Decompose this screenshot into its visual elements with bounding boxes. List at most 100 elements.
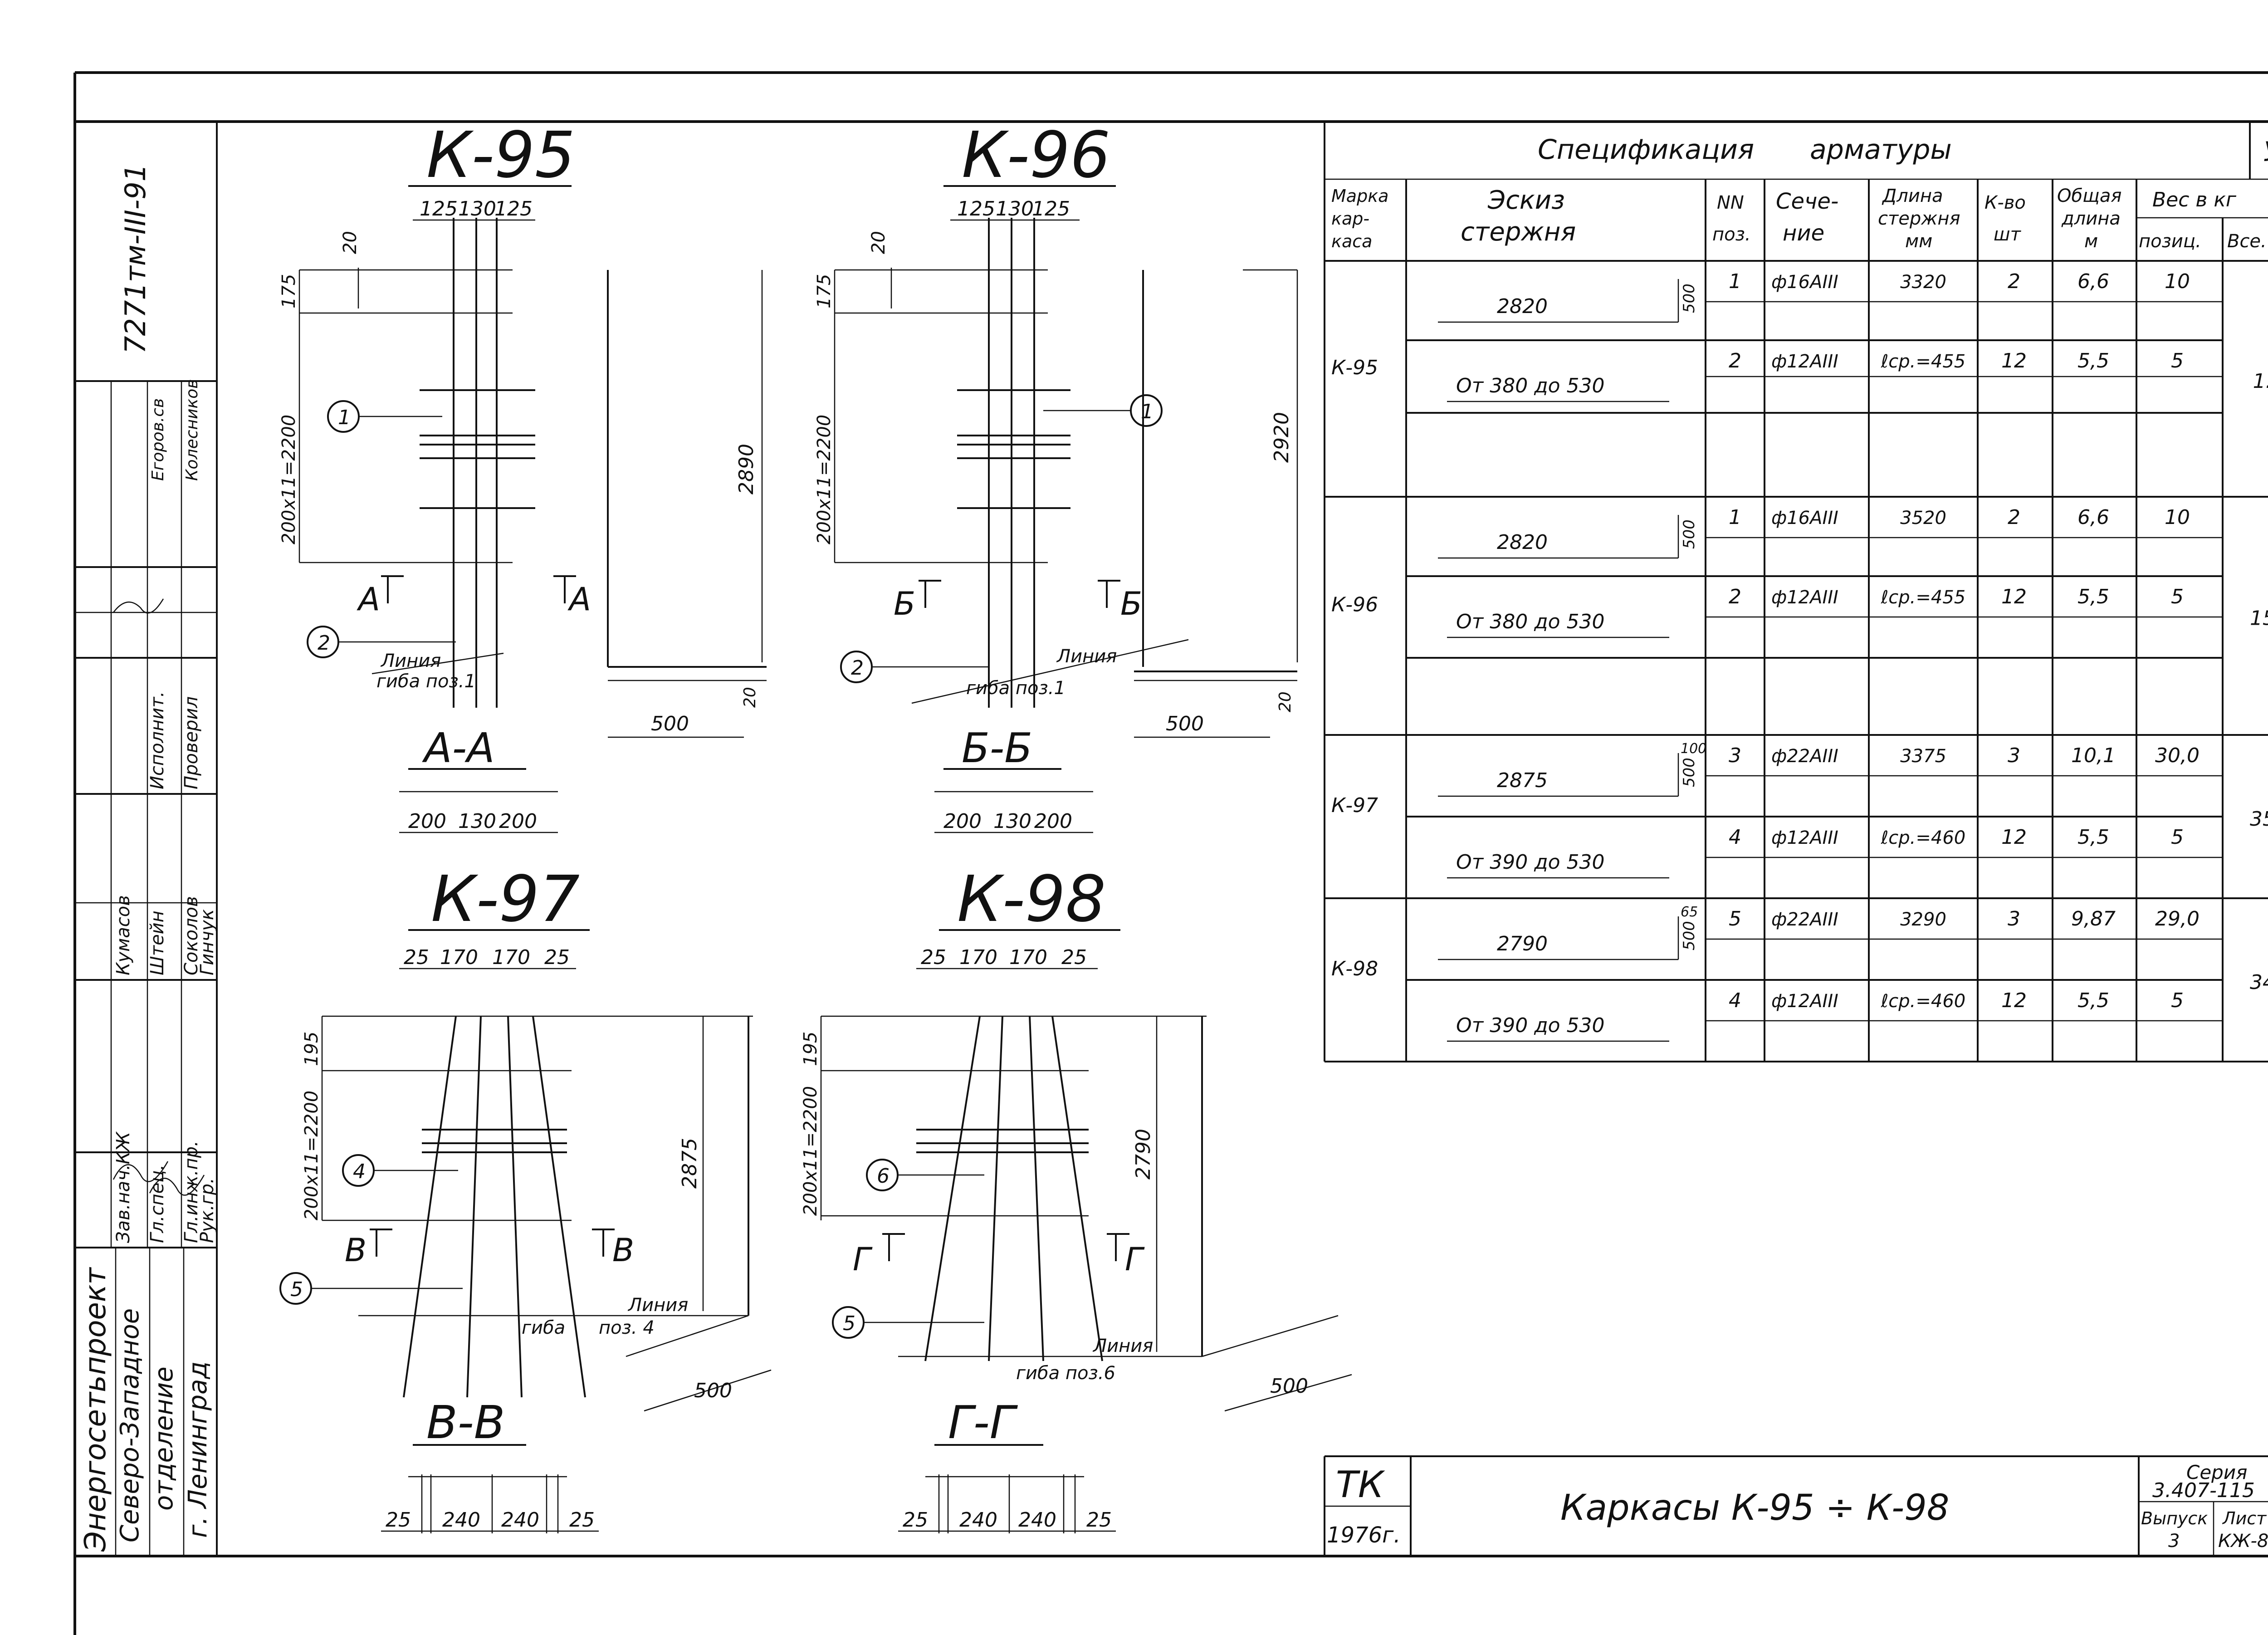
k97-dim-1: 25 bbox=[404, 946, 429, 969]
k97-pos5: 5 bbox=[290, 1278, 303, 1301]
stamp-role-6: Проверил bbox=[181, 696, 202, 789]
title-name: Каркасы К-95 ÷ К-98 bbox=[1560, 1488, 1949, 1528]
section-vv-dim-4: 25 bbox=[569, 1508, 595, 1532]
hdr-length-3: мм bbox=[1905, 231, 1932, 252]
spec-total-len: 10,1 bbox=[2071, 744, 2116, 767]
rebar-spec-table: Спецификация арматуры У Марка кар- каса … bbox=[1324, 122, 2268, 1062]
spec-qty: 12 bbox=[2001, 826, 2027, 849]
k96-cut-left: Б bbox=[894, 585, 915, 622]
hdr-qty-2: шт bbox=[1994, 224, 2022, 245]
frame-k97-drawing: К-97 25 170 170 25 195 200х11=2200 4 5 В… bbox=[279, 862, 772, 1412]
hdr-pos-2: поз. bbox=[1712, 224, 1751, 245]
spec-group-total: 34 bbox=[2250, 971, 2268, 994]
spec-weight: 10 bbox=[2165, 270, 2190, 293]
signature-mark bbox=[112, 1161, 169, 1182]
spec-qty: 3 bbox=[2008, 907, 2020, 930]
spec-mark: К-98 bbox=[1331, 957, 1378, 980]
k97-cut-left: В bbox=[345, 1232, 367, 1269]
k95-dim-pitch: 200х11=2200 bbox=[279, 415, 299, 544]
section-bb-dim-3: 200 bbox=[1034, 810, 1072, 833]
spec-pos: 4 bbox=[1729, 826, 1741, 849]
section-gg-dim-2: 240 bbox=[959, 1508, 997, 1532]
title-mark: ТК bbox=[1336, 1464, 1385, 1506]
section-vv: В-В 25 240 240 25 bbox=[381, 1396, 599, 1533]
spec-length: ℓср.=460 bbox=[1881, 827, 1965, 848]
stamp-name-2: Штейн bbox=[147, 911, 168, 975]
stamp-name-5: Егоров.св bbox=[149, 398, 167, 481]
spec-section: ф12АIII bbox=[1771, 587, 1838, 608]
spec-total-len: 5,5 bbox=[2077, 826, 2109, 849]
spec-length: 3375 bbox=[1900, 746, 1946, 767]
spec-sketch-label: От 390 до 530 bbox=[1456, 851, 1605, 874]
k95-dim-len: 500 bbox=[651, 712, 689, 735]
section-aa-dim-2: 130 bbox=[458, 810, 496, 833]
k97-bend-label-3: поз. 4 bbox=[599, 1317, 655, 1338]
k98-title: К-98 bbox=[957, 862, 1106, 936]
spec-pos: 3 bbox=[1729, 744, 1741, 767]
spec-total-len: 6,6 bbox=[2077, 270, 2109, 293]
section-gg-dim-1: 25 bbox=[903, 1508, 928, 1532]
k96-cut-right: Б bbox=[1120, 585, 1142, 622]
section-aa-title: А-А bbox=[422, 724, 495, 772]
spec-title-2: арматуры bbox=[1810, 134, 1952, 166]
spec-pos: 1 bbox=[1729, 270, 1741, 293]
title-sheet: КЖ-80 bbox=[2218, 1531, 2268, 1552]
k95-dim-1: 125 bbox=[420, 197, 458, 220]
spec-qty: 3 bbox=[2008, 744, 2020, 767]
spec-mark: К-95 bbox=[1331, 356, 1378, 379]
k95-dim-top: 20 bbox=[340, 231, 361, 254]
spec-qty: 12 bbox=[2001, 349, 2027, 372]
title-block: ТК 1976г. Каркасы К-95 ÷ К-98 Серия 3.40… bbox=[1324, 1455, 2268, 1556]
k97-bend-label-2: гиба bbox=[522, 1317, 565, 1338]
k97-dim-height: 2875 bbox=[678, 1138, 701, 1189]
spec-section: ф22АIII bbox=[1771, 746, 1838, 767]
k95-dim-2: 130 bbox=[458, 197, 496, 220]
k98-dim-len: 500 bbox=[1270, 1375, 1308, 1398]
k96-dim-3: 125 bbox=[1032, 197, 1070, 220]
k98-dim-1: 25 bbox=[921, 946, 946, 969]
stamp-name-1: Кумасов bbox=[113, 895, 134, 975]
spec-length: 3520 bbox=[1900, 508, 1946, 529]
k95-pos2: 2 bbox=[318, 631, 330, 655]
k98-bend-label-1: Линия bbox=[1092, 1336, 1153, 1356]
frame-k95-drawing: К-95 125 130 125 20 175 200х11=2200 1 2 … bbox=[279, 118, 767, 738]
k97-dim-pitch: 200х11=2200 bbox=[301, 1091, 322, 1220]
spec-length: ℓср.=455 bbox=[1881, 587, 1965, 608]
spec-sketch-label: 2820 bbox=[1497, 531, 1548, 554]
spec-sketch-hook: 500 bbox=[1680, 921, 1698, 950]
k98-cut-left: Г bbox=[853, 1241, 873, 1278]
spec-total-len: 5,5 bbox=[2077, 585, 2109, 608]
spec-pos: 2 bbox=[1729, 349, 1741, 372]
spec-mark: К-96 bbox=[1331, 593, 1378, 617]
section-gg: Г-Г 25 240 240 25 bbox=[898, 1396, 1116, 1533]
hdr-total-1: Общая bbox=[2057, 186, 2121, 206]
k96-title: К-96 bbox=[962, 118, 1110, 192]
stamp-role-4: Рук.гр. bbox=[197, 1178, 218, 1243]
spec-sketch-label: 2820 bbox=[1497, 295, 1548, 318]
spec-weight: 5 bbox=[2171, 349, 2184, 372]
stamp-name-6: Колесников bbox=[183, 379, 201, 481]
spec-total-len: 9,87 bbox=[2071, 907, 2116, 930]
spec-sketch-hook-2: 100 bbox=[1681, 741, 1706, 757]
hdr-sketch-1: Эскиз bbox=[1487, 186, 1565, 215]
spec-section: ф12АIII bbox=[1771, 827, 1838, 848]
k97-pos4: 4 bbox=[353, 1160, 366, 1183]
spec-sketch-label: 2875 bbox=[1497, 769, 1548, 792]
k98-dim-pitch: 200х11=2200 bbox=[800, 1086, 821, 1216]
stamp-name-4: Гинчук bbox=[197, 909, 218, 975]
section-vv-dim-1: 25 bbox=[386, 1508, 411, 1532]
spec-total-len: 5,5 bbox=[2077, 989, 2109, 1012]
title-issue-label: Выпуск bbox=[2141, 1508, 2208, 1528]
stamp-org-4: г. Ленинград bbox=[183, 1361, 213, 1538]
section-bb-title: Б-Б bbox=[962, 724, 1032, 772]
spec-title-1: Спецификация bbox=[1538, 134, 1754, 166]
frame-k98-drawing: К-98 25 170 170 25 195 200х11=2200 6 5 Г… bbox=[800, 862, 1352, 1412]
k98-cut-right: Г bbox=[1125, 1241, 1145, 1278]
title-series-label: Серия bbox=[2186, 1461, 2247, 1483]
spec-section: ф16АIII bbox=[1771, 508, 1838, 529]
spec-length: 3320 bbox=[1900, 272, 1946, 293]
k96-dim-pitch: 200х11=2200 bbox=[814, 415, 835, 544]
spec-group-total: 1: bbox=[2253, 370, 2268, 393]
title-series: 3.407-115 bbox=[2152, 1479, 2255, 1502]
